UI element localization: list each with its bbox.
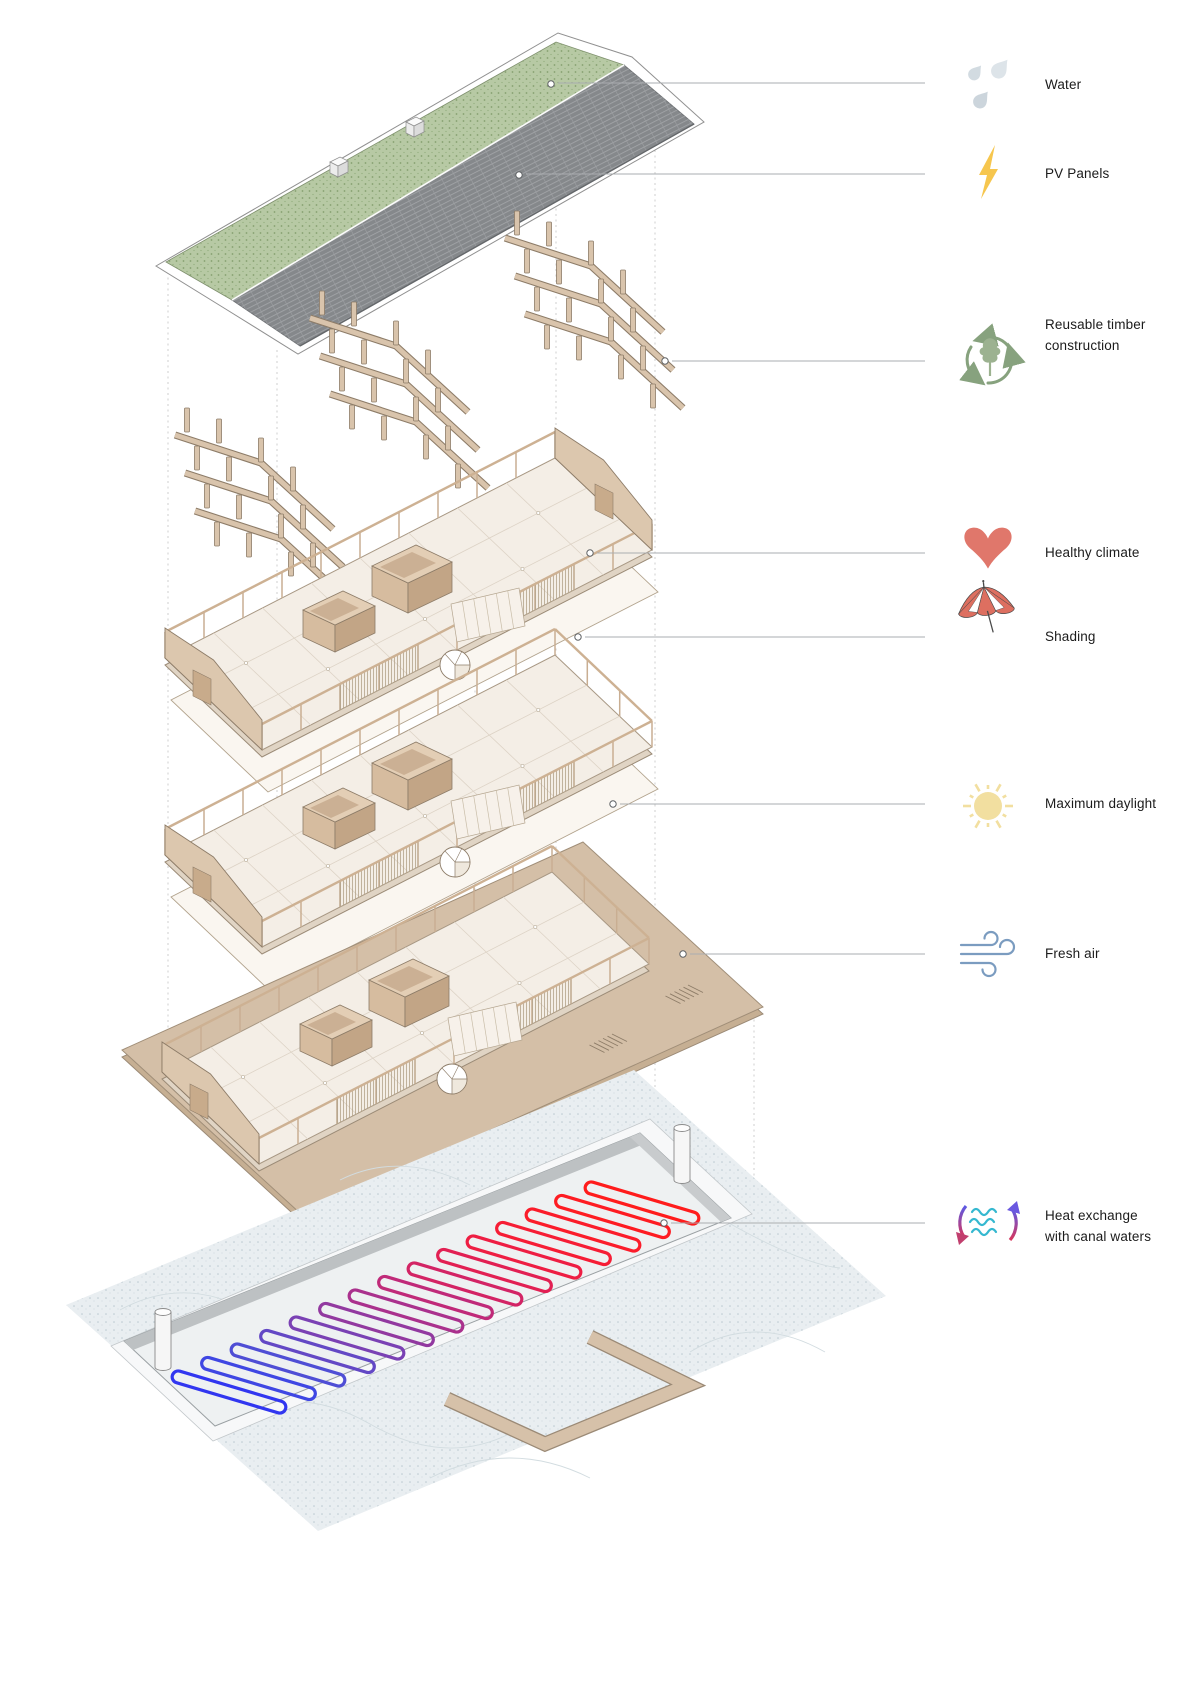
coil-loop [229,1342,347,1388]
anchor-daylight [609,800,617,808]
coil-loop [524,1207,642,1253]
water-drops-icon [968,59,1008,109]
legend-icons [956,59,1026,1245]
coil-loop [583,1180,701,1226]
ground-floor-layer [121,841,764,1223]
anchor-pv [515,171,523,179]
anchor-freshair [679,950,687,958]
beach-umbrella-icon [958,580,1015,633]
heart-icon [964,527,1012,569]
coil-loop [200,1355,317,1402]
coil-loop [288,1315,406,1361]
legend-label-freshair: Fresh air [1045,946,1100,961]
second-floor-layer [163,427,659,793]
legend-label-daylight: Maximum daylight [1045,796,1157,811]
gable-wall-sw [164,824,263,949]
coil-loop [436,1247,553,1294]
coil-loop [465,1234,583,1280]
anchor-water [547,80,555,88]
roof-vent [329,156,349,178]
anchor-timber [661,357,669,365]
gable-door [189,1083,209,1120]
legend-label-water: Water [1045,77,1082,92]
roof-vent [405,116,425,138]
coil-loop [170,1369,288,1415]
leader-anchors [515,80,687,1227]
canal-layer [66,1070,886,1531]
gable-door [192,866,212,903]
recycling-tree-icon [959,323,1026,386]
gable-door [594,483,614,520]
first-floor-layer [163,627,659,990]
heat-coil [170,1180,701,1415]
coil-loop [377,1274,494,1321]
gable-door [192,669,212,706]
leader-lines [526,82,925,1224]
gable-wall-sw [164,627,263,752]
lightning-bolt-icon [979,145,998,199]
roof-layer [155,32,705,355]
coil-loop [406,1261,524,1307]
wind-icon [959,930,1016,978]
anchor-shading [574,633,582,641]
deck-stairs [589,984,704,1053]
legend-label-timber: Reusable timber construction [1045,317,1146,353]
legend-label-healthy: Healthy climate [1045,545,1140,560]
coil-loop [259,1328,376,1375]
legend-label-pv: PV Panels [1045,166,1110,181]
timber-frame-group [505,211,683,408]
heat-exchange-icon [956,1201,1020,1245]
legend-label-shading: Shading [1045,629,1096,644]
water-pipe [673,1124,691,1184]
coil-loop [495,1220,612,1267]
canal-deck [443,1330,707,1453]
gable-wall-sw [161,1041,260,1166]
anchor-heat [660,1219,668,1227]
anchor-healthy [586,549,594,557]
water-pipe [154,1308,172,1371]
sun-icon [963,783,1013,829]
coil-loop [318,1301,435,1348]
coil-loop [554,1193,671,1240]
coil-loop [347,1288,465,1334]
legend-label-heat: Heat exchange with canal waters [1045,1208,1152,1244]
